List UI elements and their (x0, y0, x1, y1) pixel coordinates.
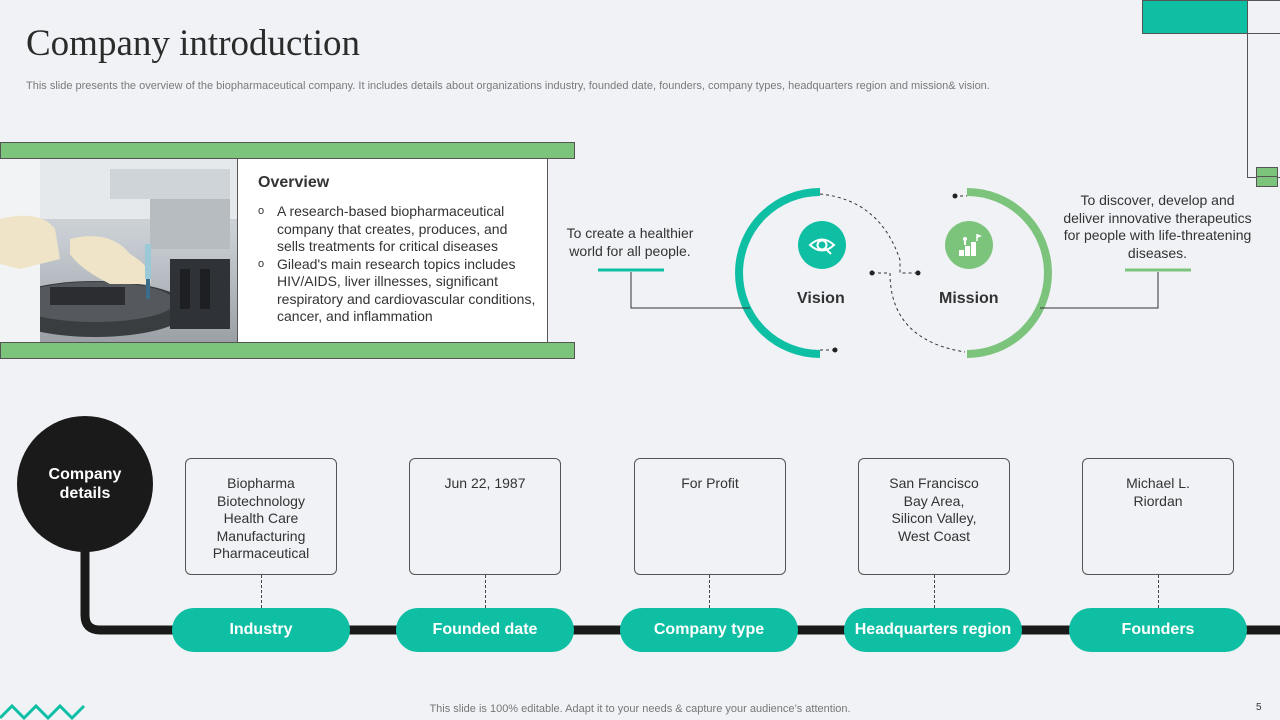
overview-heading: Overview (258, 174, 330, 191)
vision-statement: To create a healthier world for all peop… (566, 225, 694, 259)
footer-note: This slide is 100% editable. Adapt it to… (429, 703, 851, 715)
slide-title: Company introduction (26, 23, 360, 64)
dashed-connector (934, 575, 935, 608)
industry-box: Biopharma Biotechnology Health Care Manu… (185, 458, 337, 575)
timeline-connector (80, 545, 1280, 635)
vision-label: Vision (797, 290, 845, 307)
vision-icon-circle (798, 221, 846, 269)
overview-bottom-bar (0, 342, 575, 359)
dashed-connector (261, 575, 262, 608)
dashed-connector (709, 575, 710, 608)
corner-decoration-box (1247, 0, 1280, 34)
mission-arc (966, 188, 1052, 358)
dashed-connector (1158, 575, 1159, 608)
corner-decoration-teal (1142, 0, 1248, 34)
company-details-title: Company details (48, 466, 122, 502)
headquarters-region-pill: Headquarters region (844, 608, 1022, 652)
industry-pill: Industry (172, 608, 350, 652)
zigzag-decoration (0, 703, 86, 720)
company-details-circle: Company details (17, 416, 153, 552)
founders-box: Michael L. Riordan (1082, 458, 1234, 575)
overview-bullet: Gilead's main research topics includes H… (258, 256, 538, 326)
growth-staircase-icon (959, 234, 982, 256)
mission-icon-circle (945, 221, 993, 269)
overview-bullet: A research-based biopharmaceutical compa… (258, 203, 538, 256)
mission-statement: To discover, develop and deliver innovat… (1063, 192, 1252, 261)
slide-subtitle: This slide presents the overview of the … (26, 80, 990, 92)
lab-photo (0, 159, 237, 342)
company-type-box: For Profit (634, 458, 786, 575)
founded-date-pill: Founded date (396, 608, 574, 652)
founders-pill: Founders (1069, 608, 1247, 652)
company-type-pill: Company type (620, 608, 798, 652)
founded-date-box: Jun 22, 1987 (409, 458, 561, 575)
eye-icon (808, 238, 836, 255)
corner-decoration-line (1247, 33, 1248, 178)
overview-list: A research-based biopharmaceutical compa… (258, 203, 538, 326)
mission-label: Mission (939, 290, 999, 307)
dashed-connector (485, 575, 486, 608)
overview-card: Overview A research-based biopharmaceuti… (237, 159, 548, 342)
vision-mission-diagram (598, 188, 1191, 358)
vision-arc (735, 188, 821, 358)
headquarters-box: San Francisco Bay Area, Silicon Valley, … (858, 458, 1010, 575)
overview-top-bar (0, 142, 575, 159)
page-number: 5 (1256, 702, 1262, 713)
corner-decoration-green (1256, 167, 1278, 187)
